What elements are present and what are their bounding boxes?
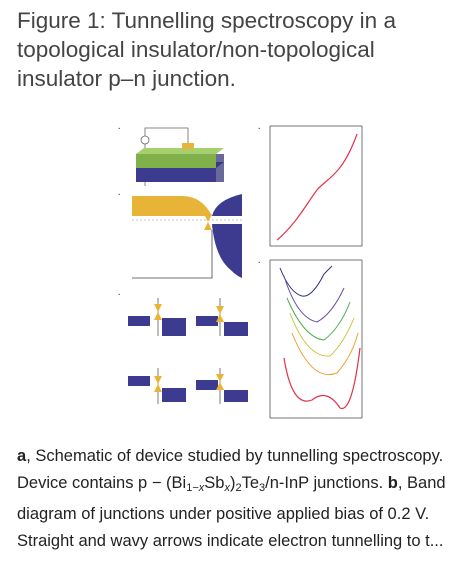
caption-te: Te [241,473,260,492]
figure-title: Figure 1: Tunnelling spectroscopy in a t… [17,8,396,91]
panel-label-a: • [118,126,120,131]
panel-label-b: • [118,192,120,197]
subscript-x: x [224,481,230,494]
subscript-x-italic: x [198,481,205,494]
caption-b-text: , Band diagram of junctions under positi… [17,473,446,550]
caption-a-text-2: /n-InP junctions. [265,473,388,492]
panel-b-band-diagram: • [118,192,242,279]
caption-a-text: , Schematic of device studied by tunnell… [17,447,444,492]
panel-d-iv-plot: • [258,125,363,247]
panel-label-d: • [258,126,260,131]
caption-panel-a-label: a [17,447,27,465]
panel-a-device-schematic: • [118,126,224,186]
panel-e-spectra: • [258,259,363,419]
subscript-3: 3 [259,481,266,494]
panel-c-band-diagrams: • [118,292,248,404]
caption-sb: Sb [204,473,225,492]
caption-panel-b-label: b [387,473,398,492]
figure-caption: a, Schematic of device studied by tunnel… [17,443,469,554]
panel-label-e: • [258,260,260,265]
figure-image: • • • [118,125,363,419]
caption-paren: ) [229,473,236,492]
panel-label-c: • [118,292,120,297]
subscript-2: 2 [235,481,242,494]
subscript-1minus: 1− [186,481,199,494]
